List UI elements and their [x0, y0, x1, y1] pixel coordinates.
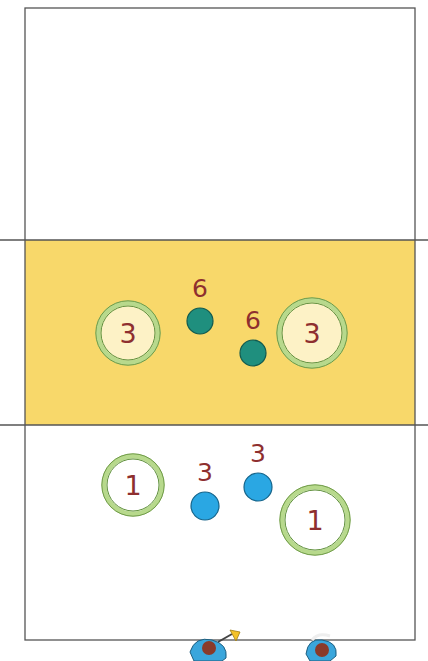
player-left [190, 630, 240, 661]
middle-zone [25, 240, 415, 425]
ball-shape [239, 339, 267, 367]
ball-shape [243, 472, 273, 502]
zone-points: 1 [124, 472, 141, 499]
ball-marker: 6 [238, 308, 268, 367]
zone-points: 3 [303, 320, 320, 347]
ball-marker: 3 [189, 460, 221, 521]
target-ring: 1 [279, 484, 351, 556]
ball-points: 6 [238, 308, 268, 333]
player-right [306, 635, 336, 661]
target-ring: 3 [95, 300, 161, 366]
target-ring: 1 [101, 453, 165, 517]
target-ring: 3 [276, 297, 348, 369]
ball-points: 6 [185, 276, 215, 301]
zone-points: 3 [119, 320, 136, 347]
ball-points: 3 [189, 460, 221, 485]
ball-marker: 6 [185, 276, 215, 335]
zone-line [0, 424, 428, 425]
zone-line [0, 239, 428, 240]
field-outline [25, 8, 415, 640]
ball-shape [186, 307, 214, 335]
ball-shape [190, 491, 220, 521]
zone-points: 1 [306, 507, 323, 534]
ball-marker: 3 [242, 441, 274, 502]
ball-points: 3 [242, 441, 274, 466]
